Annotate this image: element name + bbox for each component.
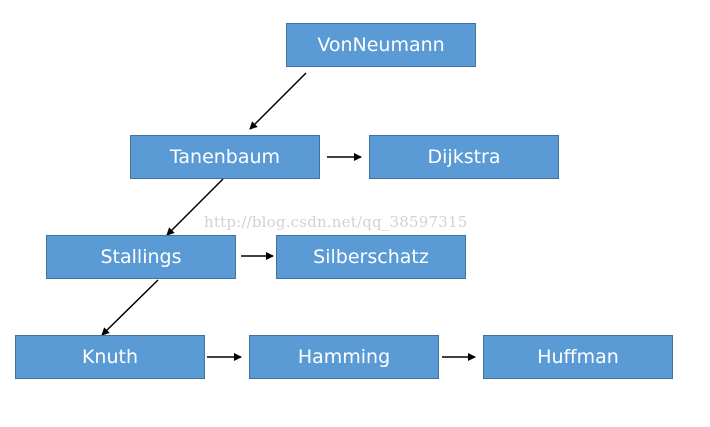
- arrow-vonneumann-to-tanenbaum: [249, 72, 307, 130]
- node-tanenbaum: Tanenbaum: [130, 135, 320, 179]
- watermark-text: http://blog.csdn.net/qq_38597315: [204, 213, 468, 231]
- arrow-stallings-to-knuth: [101, 279, 159, 336]
- node-hamming: Hamming: [249, 335, 439, 379]
- node-silberschatz: Silberschatz: [276, 235, 466, 279]
- node-dijkstra: Dijkstra: [369, 135, 559, 179]
- node-huffman: Huffman: [483, 335, 673, 379]
- node-vonneumann: VonNeumann: [286, 23, 476, 67]
- node-stallings: Stallings: [46, 235, 236, 279]
- arrow-tanenbaum-to-stallings: [166, 178, 224, 236]
- node-knuth: Knuth: [15, 335, 205, 379]
